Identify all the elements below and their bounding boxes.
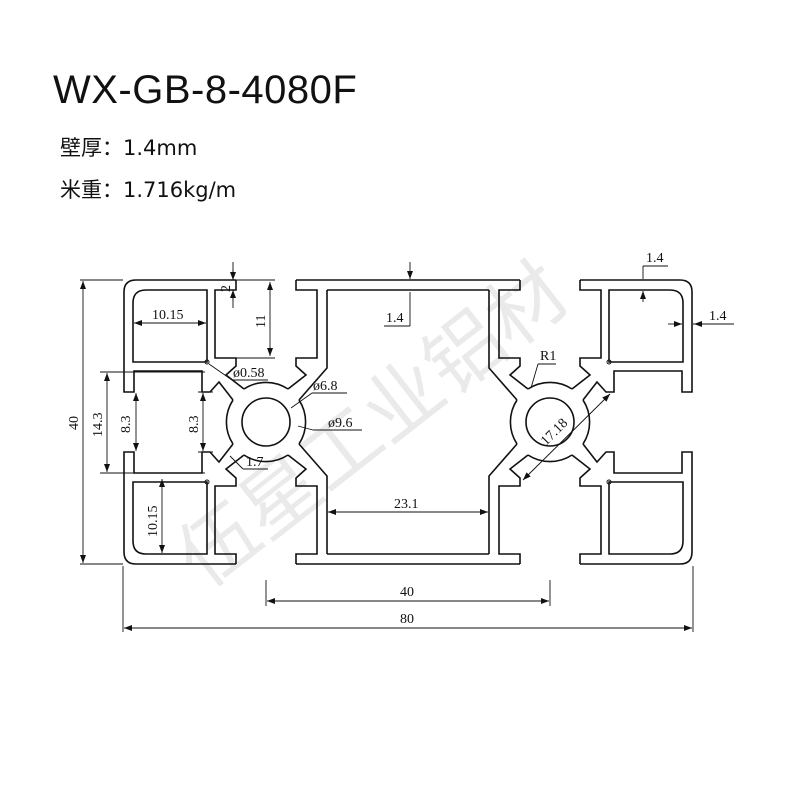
dim-slot-open-inner: 8.3 bbox=[187, 416, 202, 434]
dim-cavity-width-top: 10.15 bbox=[152, 308, 184, 323]
dim-height-40: 40 bbox=[67, 416, 82, 430]
dim-wall-right: 1.4 bbox=[709, 309, 727, 324]
profile-model-title: WX-GB-8-4080F bbox=[53, 68, 358, 112]
dimension-lines bbox=[80, 262, 734, 632]
dim-radius-r1: R1 bbox=[540, 349, 556, 364]
dim-slot-depth-2: 2 bbox=[219, 285, 234, 292]
dim-arm-1-7: 1.7 bbox=[246, 455, 264, 470]
dim-top-wall: 1.4 bbox=[386, 311, 404, 326]
dim-cavity-height-11: 11 bbox=[254, 315, 269, 328]
dim-center-distance: 40 bbox=[400, 585, 414, 600]
dim-cavity-height-bottom: 10.15 bbox=[146, 506, 161, 538]
dim-wall-top-right: 1.4 bbox=[646, 251, 664, 266]
dim-core-outer-dia: ø9.6 bbox=[328, 416, 353, 431]
dim-core-inner-dia: ø6.8 bbox=[313, 379, 338, 394]
dim-slot-open-left: 8.3 bbox=[119, 416, 134, 434]
dim-groove-dia: ø0.58 bbox=[233, 366, 265, 381]
dim-width-80: 80 bbox=[400, 612, 414, 627]
center-walls bbox=[296, 279, 520, 565]
dim-center-cavity: 23.1 bbox=[394, 497, 419, 512]
watermark-text: 伍星工业铝材 bbox=[161, 246, 585, 605]
wall-thickness-spec: 壁厚：1.4mm bbox=[60, 136, 198, 160]
weight-spec: 米重：1.716kg/m bbox=[60, 178, 237, 202]
dim-slot-14-3: 14.3 bbox=[91, 413, 106, 438]
dim-diagonal-17-18: 17.18 bbox=[538, 416, 571, 449]
